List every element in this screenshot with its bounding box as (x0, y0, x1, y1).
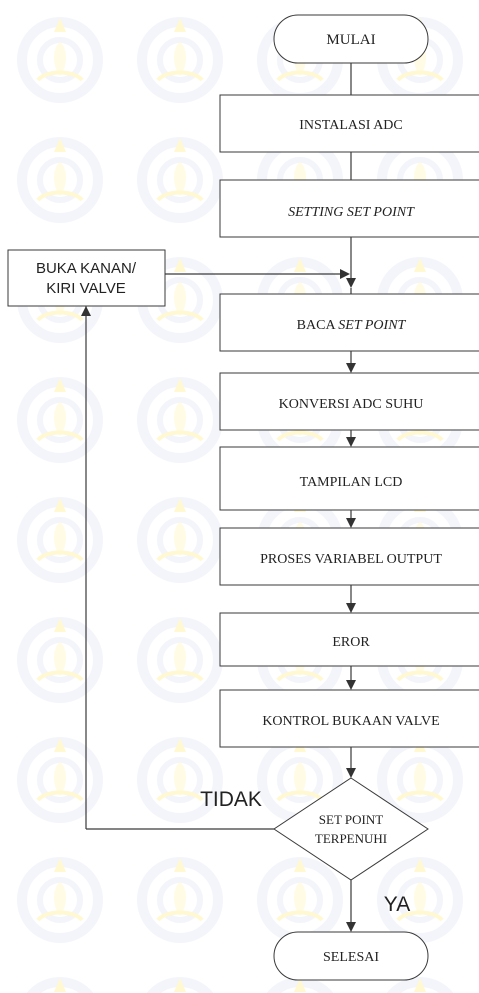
process-box-kontrol-bukaan-valve: KONTROL BUKAAN VALVE (219, 689, 479, 748)
side-to-main-connector (165, 269, 350, 279)
decision-line2: TERPENUHI (315, 831, 387, 846)
kontrol-bukaan-valve-label: KONTROL BUKAAN VALVE (262, 714, 439, 729)
proses-variabel-output-label: PROSES VARIABEL OUTPUT (260, 552, 442, 567)
process-box-instalasi-adc: INSTALASI ADC (219, 94, 479, 153)
no-label: TIDAK (200, 788, 262, 811)
tampilan-lcd-label: TAMPILAN LCD (300, 475, 403, 490)
process-box-baca-set-point: BACA SET POINT (219, 293, 479, 352)
start-terminal: MULAI (273, 14, 429, 64)
process-box-tampilan-lcd: TAMPILAN LCD (219, 446, 479, 511)
process-box-proses-variabel-output: PROSES VARIABEL OUTPUT (219, 527, 479, 586)
process-box-eror: EROR (219, 612, 479, 667)
set-point-text: SET POINT (338, 318, 406, 333)
decision-line1: SET POINT (319, 812, 383, 827)
start-label: MULAI (326, 32, 375, 48)
side-box-buka-kanan-kiri-valve: BUKA KANAN/ KIRI VALVE (7, 249, 166, 307)
baca-text: BACA (297, 318, 339, 333)
eror-label: EROR (332, 635, 370, 650)
konversi-adc-suhu-label: KONVERSI ADC SUHU (279, 397, 424, 412)
instalasi-adc-label: INSTALASI ADC (299, 118, 403, 133)
decision-set-point-terpenuhi: SET POINT TERPENUHI (273, 777, 429, 881)
setting-set-point-label: SETTING SET POINT (288, 205, 415, 220)
side-box-line1: BUKA KANAN/ (36, 260, 137, 277)
end-terminal: SELESAI (273, 931, 429, 981)
baca-set-point-label: BACA SET POINT (297, 318, 407, 333)
process-box-konversi-adc-suhu: KONVERSI ADC SUHU (219, 372, 479, 431)
no-branch-connector (81, 306, 274, 830)
process-box-setting-set-point: SETTING SET POINT (219, 179, 479, 238)
side-box-line2: KIRI VALVE (46, 280, 125, 297)
yes-label: YA (384, 893, 410, 916)
end-label: SELESAI (323, 950, 379, 965)
